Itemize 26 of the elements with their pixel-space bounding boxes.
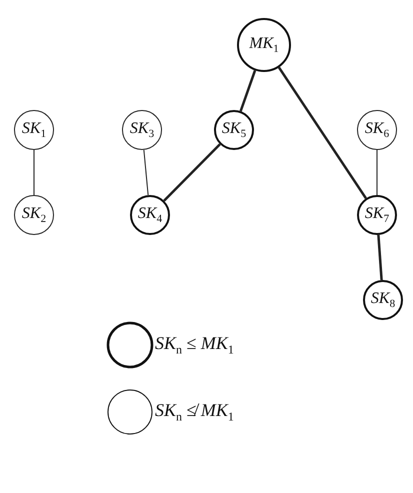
- node-circle: [357, 195, 397, 235]
- node-label: SK$_{5}$: [222, 120, 246, 140]
- node-label: SK$_{1}$: [22, 120, 46, 140]
- node-circle: [363, 280, 403, 320]
- connector-line: [376, 150, 378, 196]
- node-circle: [130, 195, 170, 235]
- node-circle: [14, 195, 54, 235]
- connector-line: [278, 66, 367, 200]
- legend-label: SK$_{n}$ ≰ MK$_{1}$: [155, 400, 234, 425]
- node-label: SK$_{7}$: [364, 204, 390, 226]
- node-label: SK$_{6}$: [364, 120, 390, 140]
- node-circle: [357, 110, 397, 150]
- node-circle: [122, 110, 162, 150]
- legend-label: SK$_{n}$ ≤ MK$_{1}$: [155, 333, 234, 358]
- node-label: SK$_{2}$: [22, 204, 46, 226]
- node-label: MK$_{1}$: [249, 34, 279, 56]
- node-circle: [214, 110, 254, 150]
- node-circle: [14, 110, 54, 150]
- connector-line: [377, 234, 383, 280]
- node-label: SK$_{8}$: [370, 290, 396, 310]
- connector-line: [163, 143, 221, 202]
- connector-line: [239, 70, 256, 112]
- node-label: SK$_{4}$: [138, 204, 162, 226]
- connector-line: [143, 149, 149, 196]
- node-label: SK$_{3}$: [130, 120, 154, 140]
- node-circle: [237, 18, 291, 72]
